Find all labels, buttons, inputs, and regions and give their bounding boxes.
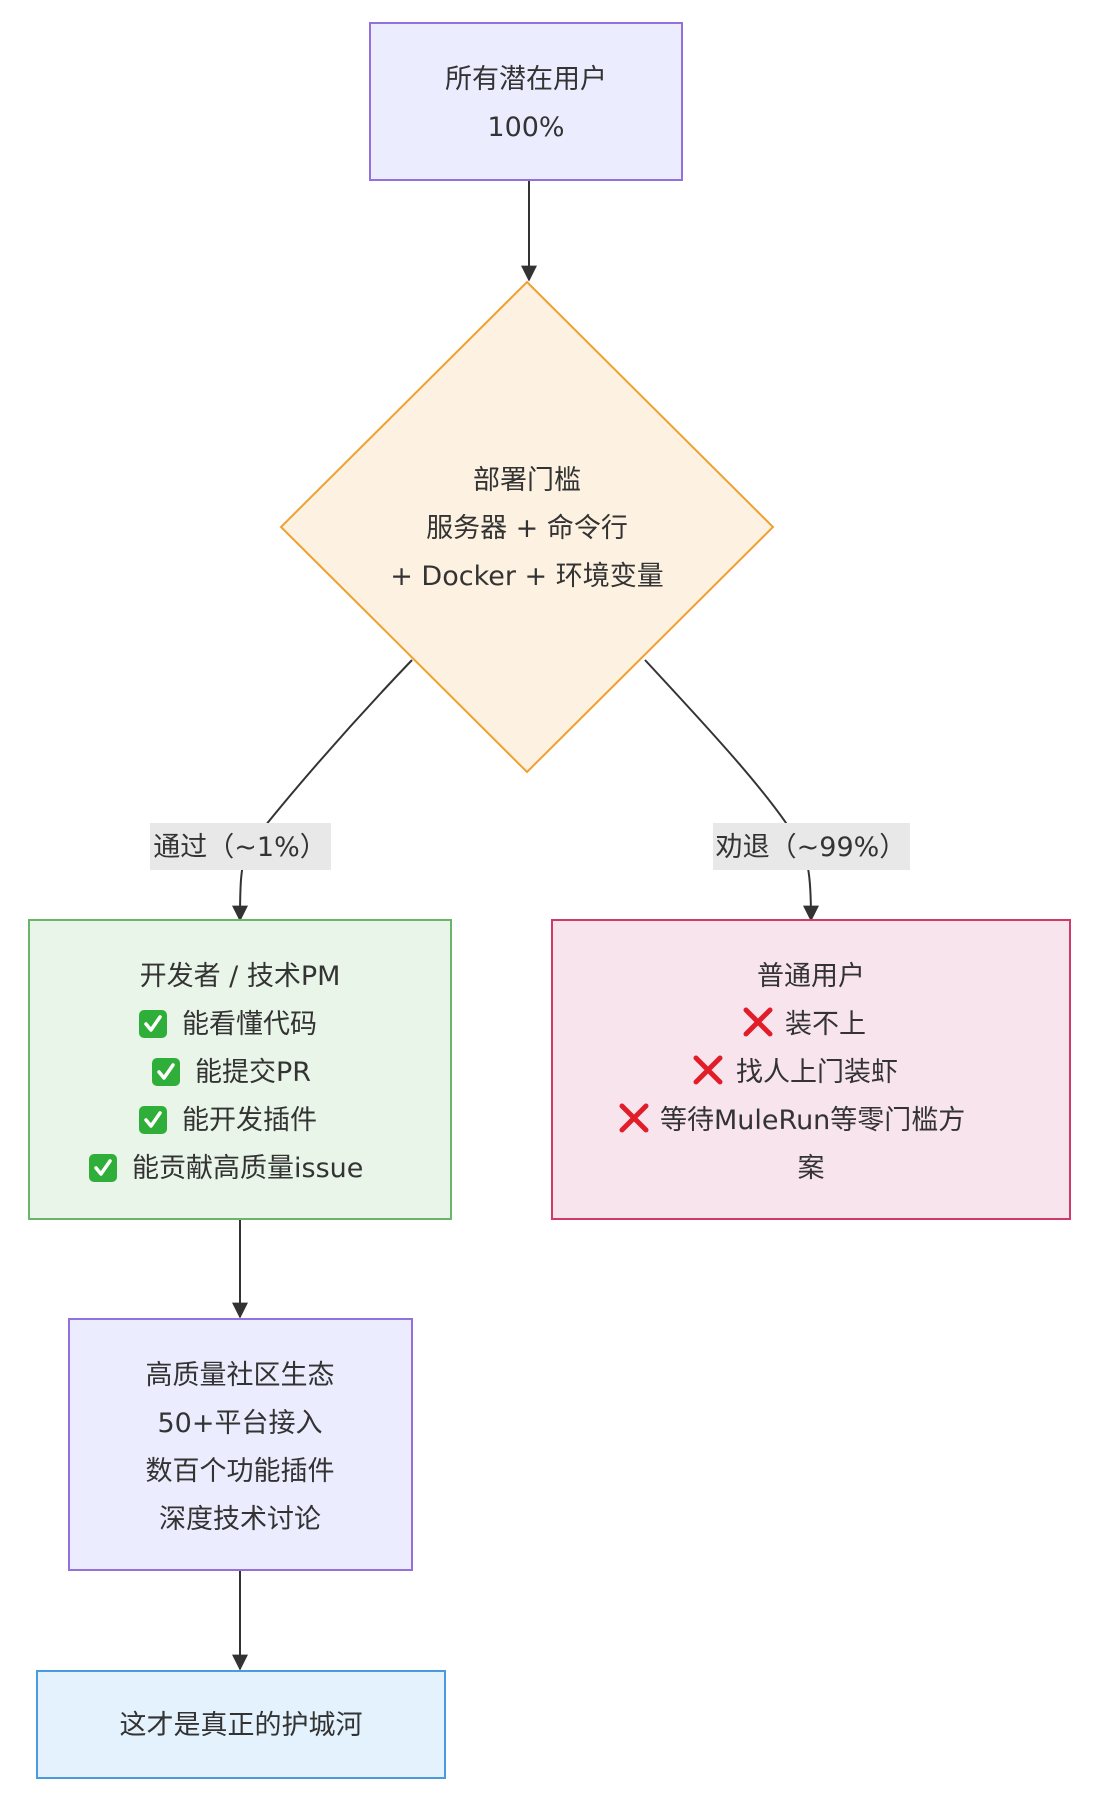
node-all-users-line-1: 所有潜在用户 xyxy=(445,64,607,95)
node-ecosystem: 高质量社区生态 50+平台接入 数百个功能插件 深度技术讨论 xyxy=(68,1318,413,1571)
node-regular-users-box xyxy=(551,919,1071,1220)
regular-user-item: 等待MuleRun等零门槛方 xyxy=(619,1103,965,1136)
node-ecosystem-box xyxy=(68,1318,413,1571)
developer-item-text: 能开发插件 xyxy=(182,1105,317,1136)
node-moat-line-1: 这才是真正的护城河 xyxy=(120,1710,363,1741)
regular-user-item-text: 等待MuleRun等零门槛方 xyxy=(660,1105,965,1136)
regular-user-item: 装不上 xyxy=(743,1007,866,1040)
node-threshold-line-1: 部署门槛 xyxy=(473,465,581,496)
edge-label-pass: 通过（~1%） xyxy=(150,823,331,870)
edge-label-quit-text: 劝退（~99%） xyxy=(716,832,907,863)
node-moat: 这才是真正的护城河 xyxy=(36,1670,446,1779)
node-regular-users-title: 普通用户 xyxy=(757,961,865,992)
node-all-users: 所有潜在用户 100% xyxy=(369,22,683,181)
node-threshold-line-3: + Docker + 环境变量 xyxy=(390,561,664,592)
cross-icon xyxy=(693,1055,723,1085)
cross-icon xyxy=(743,1007,773,1037)
node-developers: 开发者 / 技术PM 能看懂代码 能提交PR 能开发插件 xyxy=(28,919,452,1220)
edge-label-pass-bg xyxy=(150,823,331,870)
node-all-users-line-2: 100% xyxy=(487,112,564,143)
cross-icon xyxy=(619,1103,649,1133)
edge-label-quit-bg xyxy=(713,823,910,870)
node-threshold-diamond xyxy=(279,280,775,774)
check-icon xyxy=(152,1058,180,1086)
node-threshold: 部署门槛 服务器 + 命令行 + Docker + 环境变量 xyxy=(279,280,775,774)
edge-threshold-to-developers xyxy=(232,659,413,922)
regular-user-item: 找人上门装虾 xyxy=(693,1055,898,1088)
developer-item: 能提交PR xyxy=(152,1057,311,1088)
regular-user-item-text: 装不上 xyxy=(785,1009,866,1040)
check-icon xyxy=(139,1106,167,1134)
node-regular-users: 普通用户 装不上 找人上门装虾 等待MuleRun等零门槛方 案 xyxy=(551,919,1071,1220)
node-all-users-box xyxy=(369,22,683,181)
regular-user-item-text: 找人上门装虾 xyxy=(736,1057,898,1088)
node-ecosystem-line-3: 数百个功能插件 xyxy=(146,1456,335,1487)
developer-item-text: 能看懂代码 xyxy=(182,1009,317,1040)
edge-threshold-to-regular-users xyxy=(644,659,819,922)
edge-label-quit: 劝退（~99%） xyxy=(713,823,910,870)
node-developers-title: 开发者 / 技术PM xyxy=(140,961,341,992)
developer-item-text: 能提交PR xyxy=(195,1057,311,1088)
developer-item: 能贡献高质量issue xyxy=(89,1153,363,1184)
check-icon xyxy=(89,1154,117,1182)
node-ecosystem-line-4: 深度技术讨论 xyxy=(159,1504,321,1535)
node-ecosystem-line-2: 50+平台接入 xyxy=(158,1408,323,1439)
node-moat-box xyxy=(36,1670,446,1779)
node-ecosystem-line-1: 高质量社区生态 xyxy=(146,1360,335,1391)
node-threshold-line-2: 服务器 + 命令行 xyxy=(426,513,628,544)
edge-label-pass-text: 通过（~1%） xyxy=(153,832,326,863)
check-icon xyxy=(139,1010,167,1038)
regular-user-item-wrap: 案 xyxy=(798,1153,825,1184)
developer-item-text: 能贡献高质量issue xyxy=(132,1153,363,1184)
developer-item: 能开发插件 xyxy=(139,1105,317,1136)
developer-item: 能看懂代码 xyxy=(139,1009,317,1040)
